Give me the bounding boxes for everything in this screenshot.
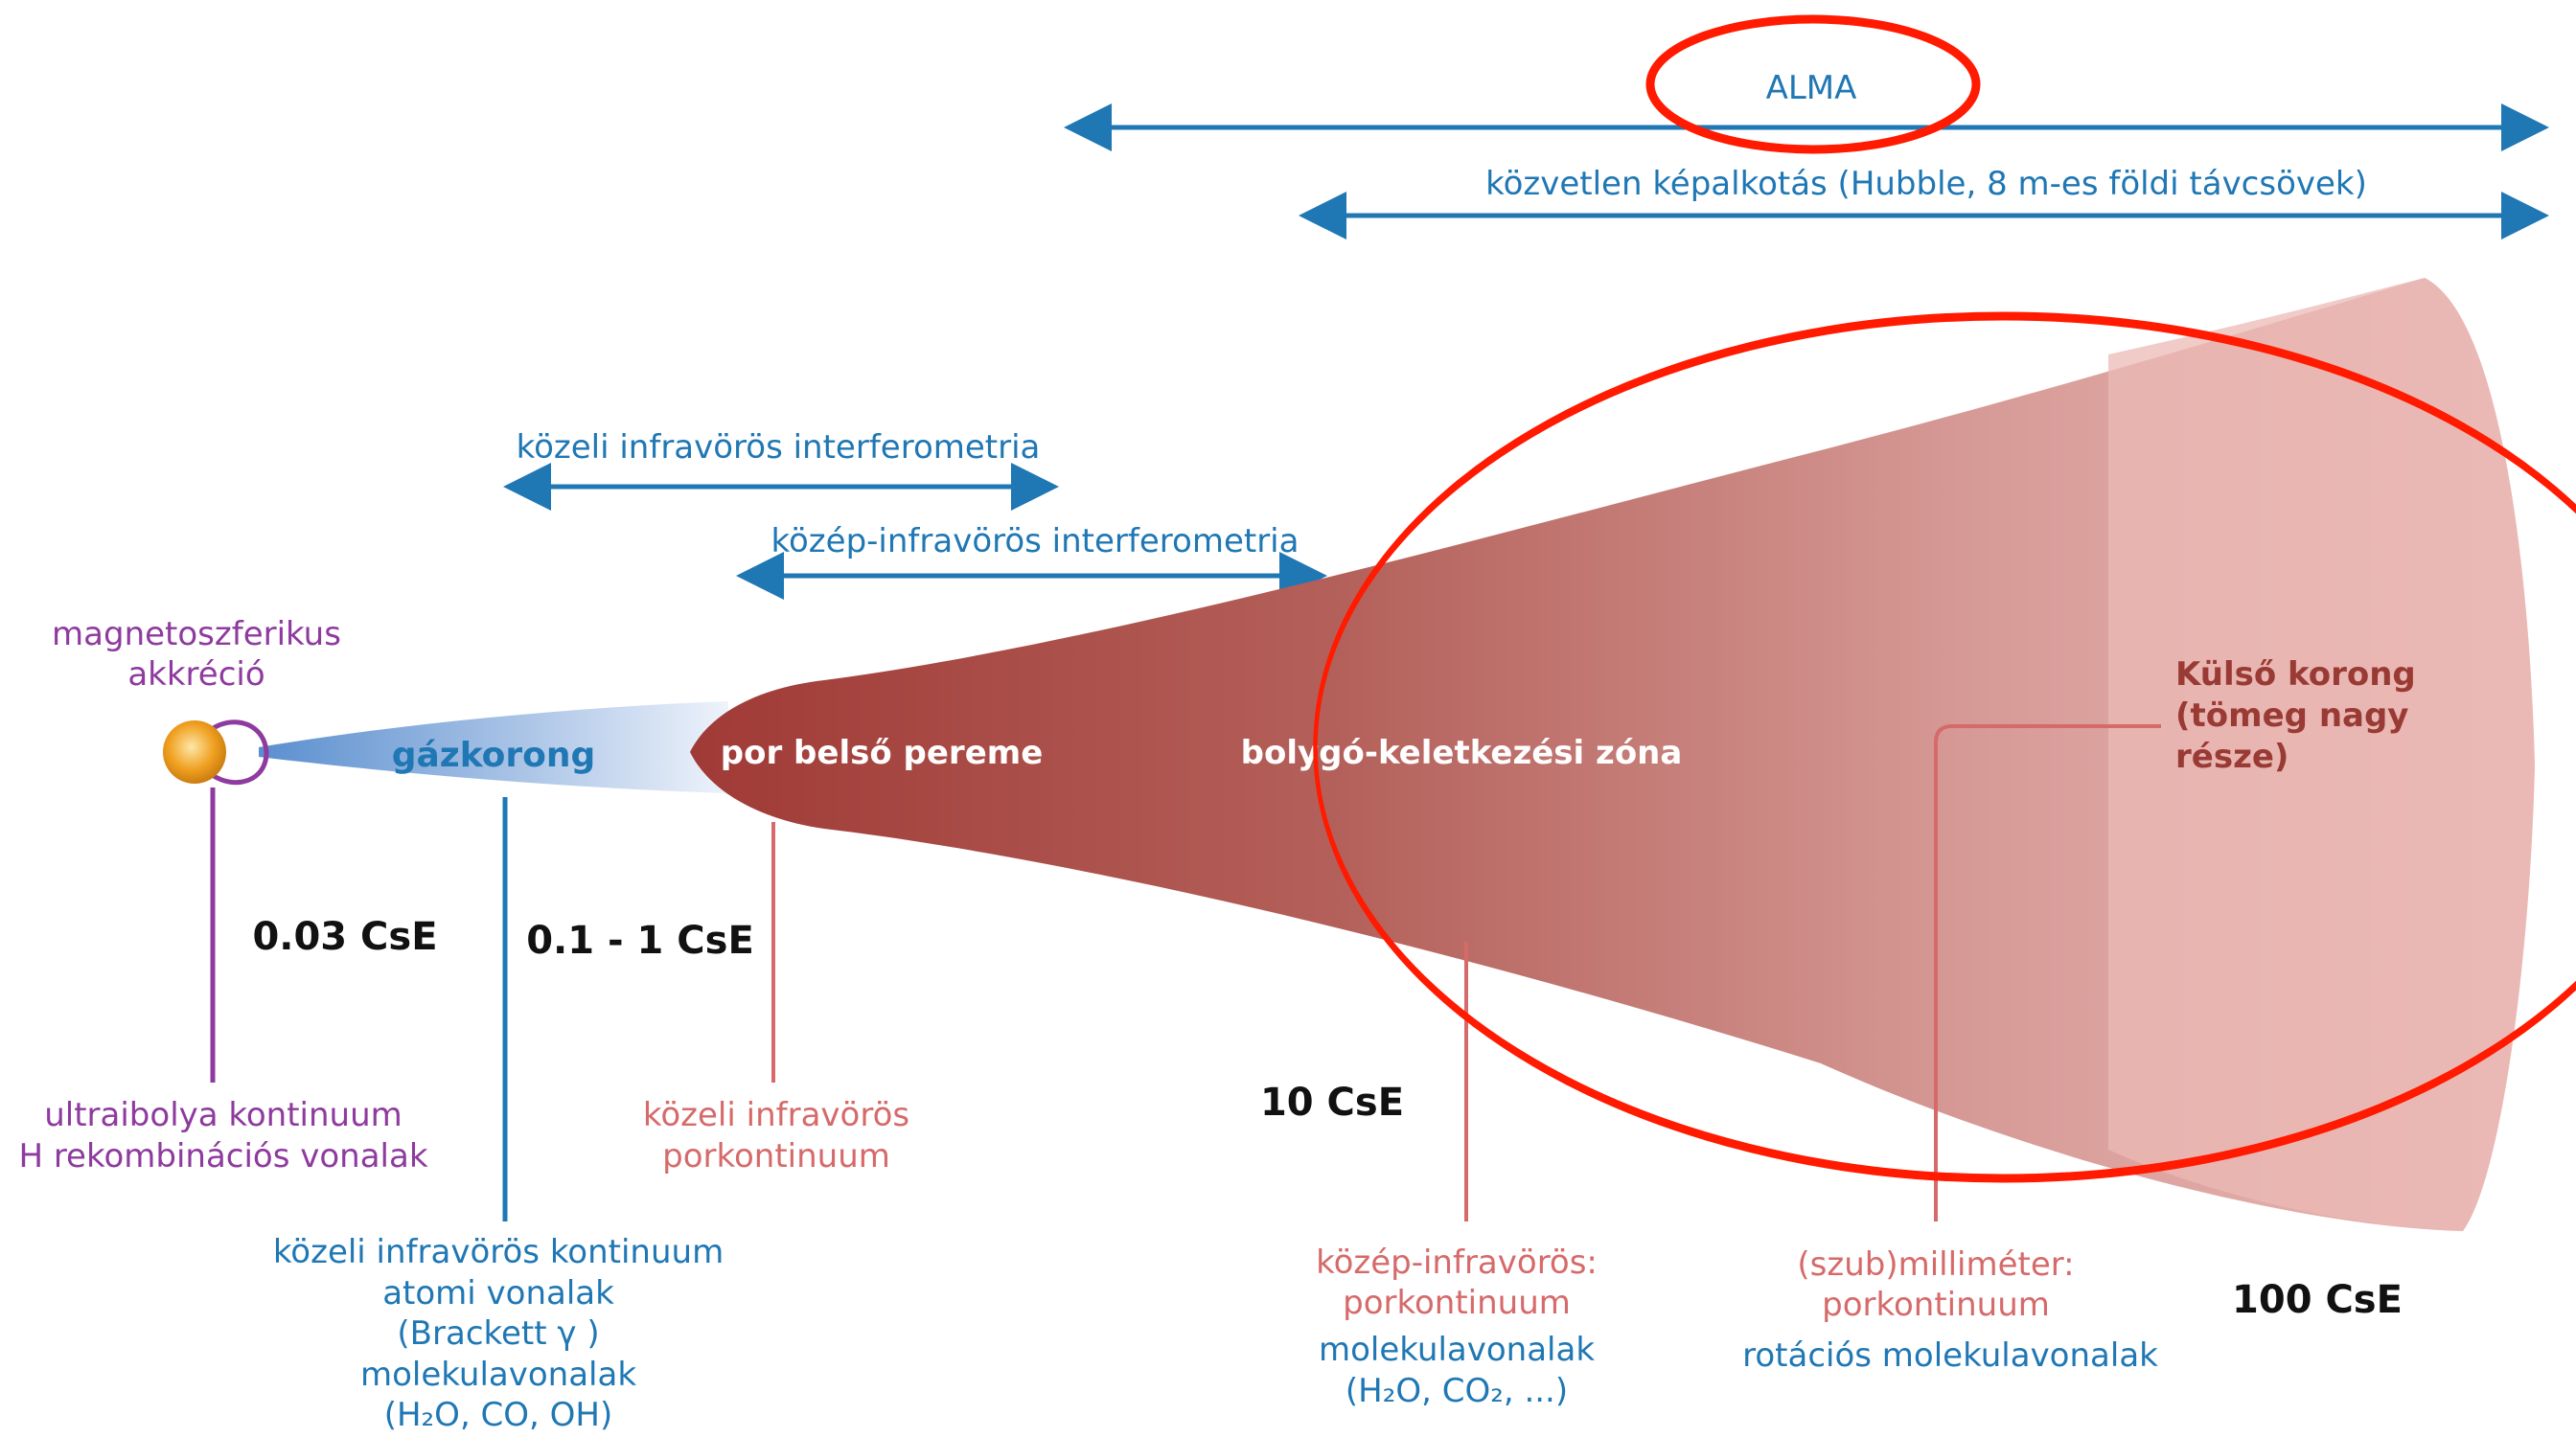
distance-0-1-1: 0.1 - 1 CsE: [526, 919, 754, 963]
mir-dust-line1: közép-infravörös:: [1316, 1244, 1598, 1282]
molecular-inner: molekulavonalak: [360, 1356, 636, 1394]
uv-line2: H rekombinációs vonalak: [18, 1137, 427, 1176]
species-mid: (H₂O, CO₂, ...): [1346, 1372, 1568, 1410]
mir-molecular: molekulavonalak: [1319, 1331, 1595, 1369]
direct-imaging-label: közvetlen képalkotás (Hubble, 8 m-es föl…: [1485, 165, 2367, 203]
distance-10: 10 CsE: [1260, 1081, 1404, 1125]
outer-disk-label-line1: Külső korong: [2175, 655, 2416, 694]
outer-disk-label-line2: (tömeg nagy: [2175, 696, 2408, 735]
brackett: (Brackett γ ): [397, 1314, 599, 1353]
alma-label: ALMA: [1766, 69, 1857, 107]
outer-disk-shade: [2108, 278, 2535, 1231]
nir-dust-line2: porkontinuum: [662, 1137, 890, 1176]
mm-line1: (szub)milliméter:: [1797, 1245, 2074, 1284]
star-label-line1: magnetoszferikus: [52, 615, 341, 653]
mir-dust-line2: porkontinuum: [1343, 1284, 1571, 1322]
atomic-lines: atomi vonalak: [382, 1274, 614, 1312]
uv-line1: ultraibolya kontinuum: [44, 1096, 402, 1134]
nir-interferometry-label: közeli infravörös interferometria: [517, 428, 1041, 467]
outer-disk-label-line3: része): [2175, 738, 2288, 776]
nir-dust-line1: közeli infravörös: [643, 1096, 909, 1134]
distance-100: 100 CsE: [2232, 1278, 2403, 1322]
species-inner: (H₂O, CO, OH): [384, 1396, 613, 1433]
star-icon: [163, 720, 226, 784]
nir-cont: közeli infravörös kontinuum: [273, 1233, 724, 1271]
star-label-line2: akkréció: [127, 655, 264, 694]
mm-rotational: rotációs molekulavonalak: [1742, 1336, 2158, 1375]
mm-line2: porkontinuum: [1822, 1286, 2050, 1324]
planet-zone-label: bolygó-keletkezési zóna: [1241, 734, 1683, 772]
distance-0-03: 0.03 CsE: [252, 915, 437, 959]
tracer-labels: ultraibolya kontinuum H rekombinációs vo…: [18, 1096, 2158, 1433]
mir-interferometry-label: közép-infravörös interferometria: [771, 522, 1300, 560]
gas-disk-label: gázkorong: [392, 736, 596, 775]
dust-rim-label: por belső pereme: [721, 734, 1044, 772]
